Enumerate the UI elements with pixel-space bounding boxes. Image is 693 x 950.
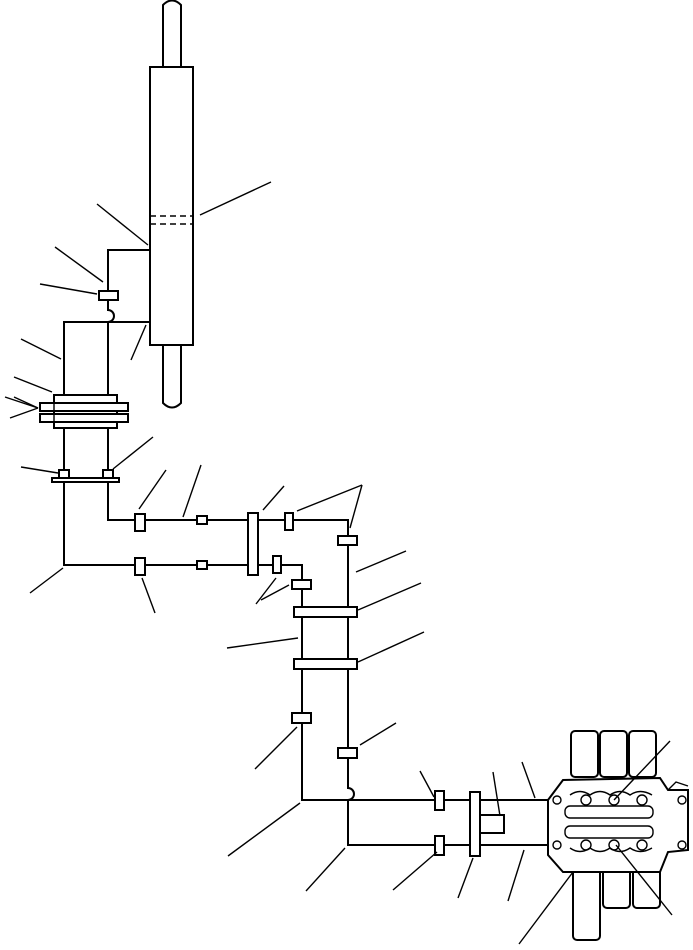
callout-leader-line <box>492 771 501 817</box>
pipe-clamp <box>196 515 208 525</box>
callout-leader-line <box>255 577 277 605</box>
callout-leader-line <box>20 338 62 360</box>
callout-leader-line <box>138 469 167 510</box>
lower-rod <box>162 345 182 409</box>
pipe-bracket <box>293 658 358 670</box>
pipe-clamp <box>134 557 146 576</box>
pipe-run <box>63 482 555 846</box>
pipe-clamp <box>291 712 312 724</box>
callout-leader-line <box>521 761 536 799</box>
pipe-clamp <box>291 579 312 590</box>
cylinder-hoses <box>63 249 150 474</box>
hydraulic-cylinder <box>149 0 194 409</box>
pipe-clamp <box>196 560 208 570</box>
callout-leader-line <box>54 246 104 283</box>
callout-leader-line <box>9 407 39 419</box>
callout-leader-line <box>507 849 525 902</box>
callout-leader-line <box>112 436 154 470</box>
callout-leader-line <box>13 396 39 409</box>
callout-leader-line <box>20 466 59 474</box>
callout-leader-line <box>419 770 435 798</box>
pipe-clamp <box>434 835 445 856</box>
callout-leader-line <box>262 485 285 511</box>
callout-leader-line <box>518 871 574 945</box>
callout-leader-line <box>613 740 671 801</box>
callout-leader-line <box>226 637 299 649</box>
callout-leader-line <box>96 203 149 246</box>
callout-leader-line <box>260 584 290 601</box>
pipe-bracket <box>293 606 358 618</box>
hose-clamp <box>98 290 119 301</box>
pipe-clamp <box>134 513 146 532</box>
callout-leader-line <box>355 550 407 573</box>
control-valve <box>547 730 689 941</box>
callout-leader-line <box>39 283 98 295</box>
callout-leader-line <box>392 851 438 891</box>
pipe-flange <box>469 791 481 857</box>
callout-leader-line <box>199 181 272 216</box>
pipe-flange <box>247 512 259 576</box>
callout-leader-line <box>615 844 673 916</box>
callout-leader-line <box>357 631 425 663</box>
pipe-clamp <box>337 747 358 759</box>
pipe-clamp <box>337 535 358 546</box>
fitting-plate <box>51 469 120 483</box>
callout-leader-line <box>182 464 202 518</box>
pipe-clamp <box>284 512 294 531</box>
callout-leader-line <box>227 802 301 857</box>
callout-leader-line <box>296 484 363 512</box>
pipe-clamp <box>272 555 282 574</box>
callout-leader-line <box>349 484 363 529</box>
callout-leader-line <box>130 324 147 361</box>
callout-leader-line <box>13 376 53 393</box>
callout-leaders <box>4 181 673 945</box>
callout-leader-line <box>141 577 156 614</box>
callout-leader-line <box>305 847 346 892</box>
cylinder-barrel <box>149 66 194 346</box>
callout-leader-line <box>457 857 474 899</box>
valve-adapter <box>479 814 505 834</box>
callout-leader-line <box>254 726 298 770</box>
pipe-clamp <box>434 790 445 811</box>
piston-rod <box>162 0 182 70</box>
mounting-block <box>39 394 129 429</box>
callout-leader-line <box>29 567 64 594</box>
callout-leader-line <box>357 582 422 611</box>
callout-leader-line <box>359 722 397 746</box>
